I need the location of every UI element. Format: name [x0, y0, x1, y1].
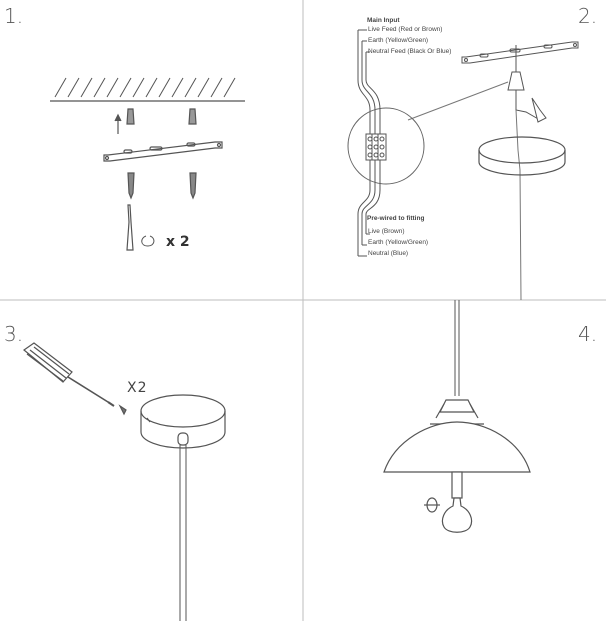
step4-illustration [383, 300, 531, 533]
wall-plug-right [188, 108, 197, 125]
step-3-number: 3. [4, 322, 24, 346]
lamp-shade [383, 421, 531, 473]
screw-left [127, 172, 135, 200]
main-input-earth: Earth (Yellow/Green) [368, 37, 429, 44]
prewired-title: Pre-wired to fitting [367, 215, 425, 222]
step-4-number: 4. [578, 322, 598, 346]
step-2-number: 2. [578, 4, 598, 28]
step3-quantity: X2 [127, 380, 148, 396]
wall-plug-left [126, 108, 135, 125]
main-input-title: Main Input [367, 17, 400, 24]
light-bulb-icon [441, 497, 473, 533]
prewired-earth: Earth (Yellow/Green) [368, 239, 429, 246]
screw-right [189, 172, 197, 200]
rotate-icon [141, 235, 155, 247]
screwdriver-icon [126, 204, 134, 251]
screwdriver-handle [23, 342, 73, 383]
main-input-neutral: Neutral Feed (Black Or Blue) [368, 48, 452, 55]
mounting-bracket [103, 141, 223, 162]
step1-quantity: x 2 [166, 234, 190, 250]
main-input-live: Live Feed (Red or Brown) [368, 26, 443, 33]
step1-illustration [50, 77, 245, 251]
prewired-live: Live (Brown) [368, 228, 405, 235]
step-1-number: 1. [4, 4, 24, 28]
step3-illustration [23, 342, 226, 621]
prewired-neutral: Neutral (Blue) [368, 250, 409, 257]
step2-illustration [347, 29, 579, 301]
